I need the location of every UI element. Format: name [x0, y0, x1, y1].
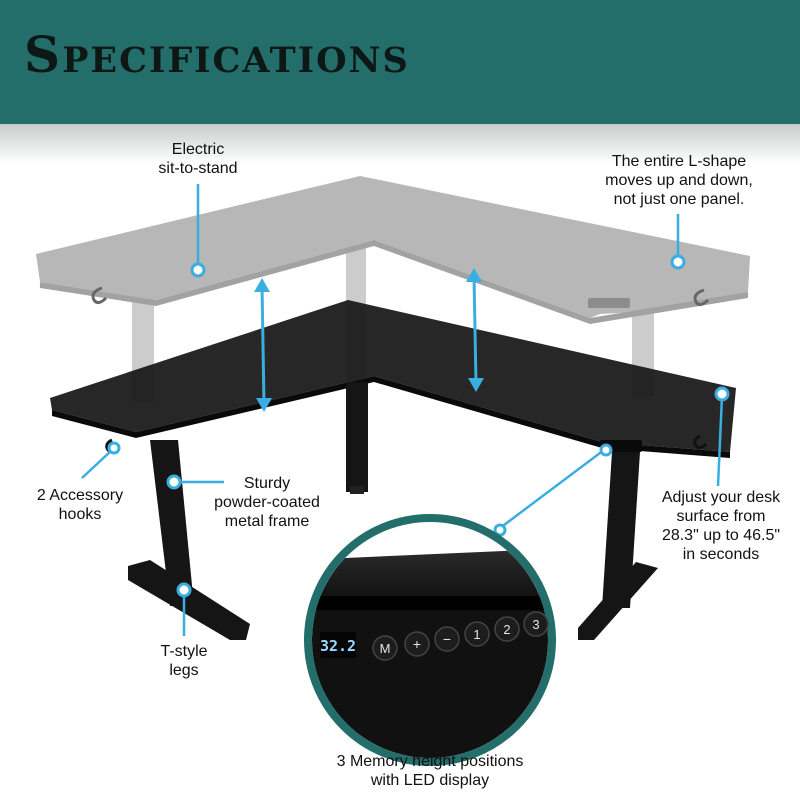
button-preset-2[interactable]: 2 [494, 616, 520, 642]
foot-right [578, 562, 658, 640]
button-label: 3 [532, 617, 539, 632]
raised-hook-left [91, 286, 108, 305]
callout-lines [81, 184, 724, 636]
up-down-arrow-icon [466, 268, 484, 392]
banner-shadow [0, 124, 800, 164]
leg-left [150, 440, 194, 606]
controller-panel: 32.2 M + − 1 2 3 [320, 611, 549, 661]
callout-dot-icon [670, 254, 686, 270]
button-preset-3[interactable]: 3 [523, 611, 549, 637]
callout-adjust: Adjust your desk surface from 28.3" up t… [661, 489, 781, 563]
raised-controller [588, 298, 630, 308]
callout-lshape: The entire L-shape moves up and down, no… [605, 153, 753, 208]
button-label: 1 [473, 627, 480, 642]
callout-dot-icon [176, 582, 192, 598]
callout-frame: Sturdy powder-coated metal frame [214, 475, 320, 530]
button-preset-1[interactable]: 1 [464, 621, 490, 647]
button-label: 2 [503, 622, 510, 637]
header-banner [0, 0, 800, 124]
zoom-ring [304, 514, 556, 766]
button-label: − [443, 631, 451, 647]
raised-desktop [36, 176, 750, 324]
hook-right [693, 434, 708, 450]
callout-dot-icon [714, 386, 730, 402]
callout-dot-icon [190, 262, 206, 278]
foot-center [350, 486, 364, 494]
led-display [320, 632, 356, 658]
button-down[interactable]: − [434, 626, 460, 652]
leg-center [346, 382, 368, 492]
button-up[interactable]: + [404, 631, 430, 657]
button-label: + [413, 636, 421, 652]
callout-memory: 3 Memory height positions with LED displ… [336, 753, 524, 789]
callout-hooks: 2 Accessory hooks [36, 487, 124, 523]
page-title: Specifications [24, 25, 410, 84]
callout-legs: T-style legs [160, 643, 208, 679]
callout-dot-icon [599, 443, 613, 457]
callout-dots [107, 254, 730, 598]
callout-dot-icon [493, 523, 507, 537]
led-readout: 32.2 [320, 637, 356, 655]
callout-electric: Electric sit-to-stand [158, 141, 238, 177]
foot-left [128, 560, 250, 640]
raised-hook-right [693, 288, 710, 307]
callout-dot-icon [107, 441, 121, 455]
up-down-arrow-icon [254, 278, 272, 412]
height-arrows [254, 268, 484, 412]
callout-dot-icon [166, 474, 182, 490]
lowered-desk-frame [105, 382, 708, 640]
controller-buttons: M + − 1 2 3 [372, 611, 549, 661]
button-memory[interactable]: M [372, 635, 398, 661]
button-label: M [380, 641, 391, 656]
